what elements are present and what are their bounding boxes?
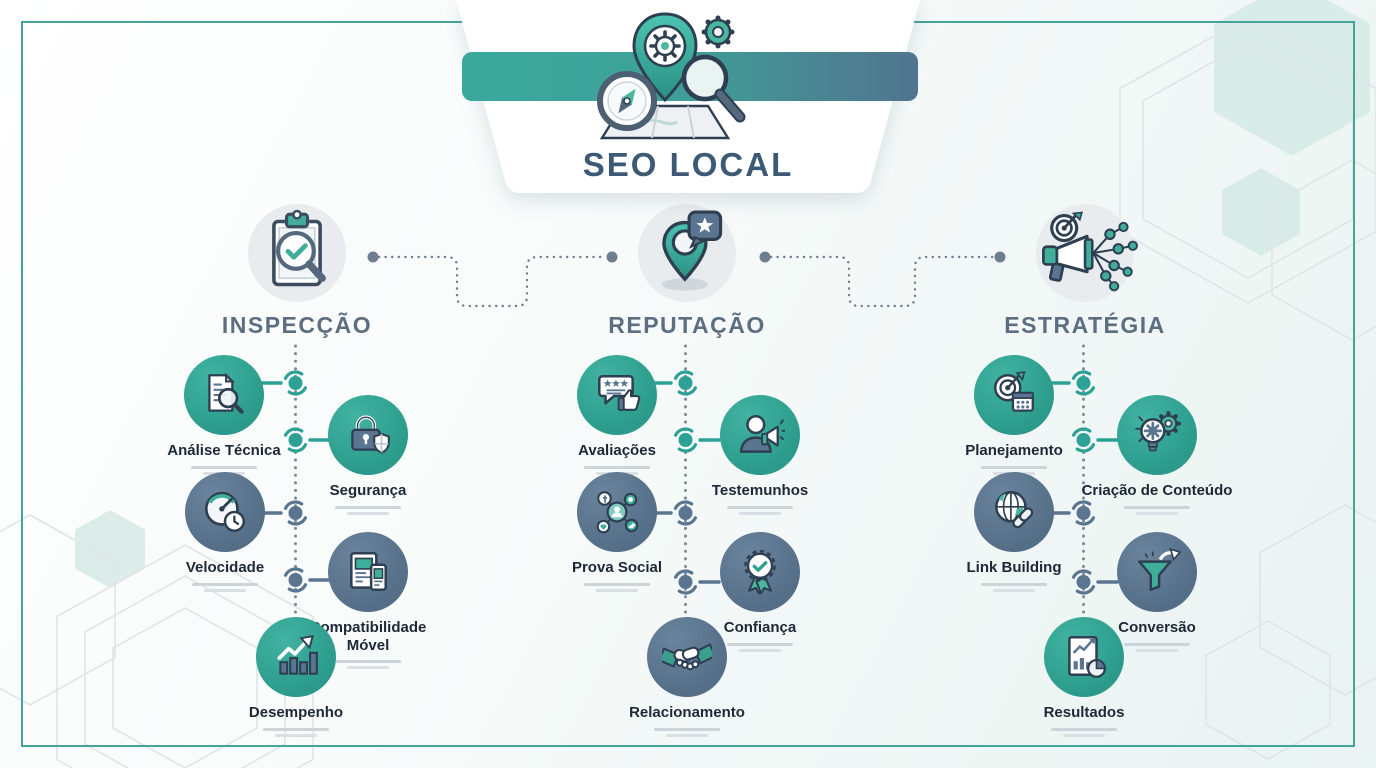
globe-chain-icon [974, 472, 1054, 552]
header-banner: SEO LOCAL [450, 0, 926, 200]
item-link-building: Link Building [934, 472, 1094, 592]
handshake-icon [647, 617, 727, 697]
target-dart [1050, 211, 1084, 243]
item-confianca: Confiança [680, 532, 840, 652]
label-underline-dashes [145, 582, 305, 592]
item-planejamento: Planejamento [934, 355, 1094, 475]
label-underline-dashes [1004, 727, 1164, 737]
item-prova-social: Prova Social [537, 472, 697, 592]
label-underline-dashes [680, 505, 840, 515]
badge-check-ribbon-icon [720, 532, 800, 612]
item-label: Relacionamento [629, 704, 745, 721]
item-label: Avaliações [578, 442, 656, 459]
speedometer-clock-icon [185, 472, 265, 552]
item-analise-tecnica: Análise Técnica [144, 355, 304, 475]
timeline-nodes [260, 370, 1119, 595]
growth-bars-arrow-icon [256, 617, 336, 697]
infographic-title: SEO LOCAL [582, 146, 794, 183]
label-underline-dashes [288, 505, 448, 515]
funnel-arrow-icon [1117, 532, 1197, 612]
label-underline-dashes [288, 660, 448, 670]
item-label: Criação de Conteúdo [1081, 482, 1233, 499]
hexagon-shapes [75, 0, 1370, 588]
label-underline-dashes [1077, 642, 1237, 652]
header-connectors [377, 255, 996, 308]
map-pin-icon [632, 12, 698, 103]
megaphone [1042, 234, 1094, 282]
document-magnifier-icon [184, 355, 264, 435]
item-label: Planejamento [965, 442, 1063, 459]
item-label: Resultados [1043, 704, 1125, 721]
label-underline-dashes [1077, 505, 1237, 515]
item-label: Compatibilidade Móvel [309, 619, 427, 654]
tablet-phone-icon [328, 532, 408, 612]
item-desempenho: Desempenho [216, 617, 376, 737]
item-testemunhos: Testemunhos [680, 395, 840, 515]
item-label: Análise Técnica [167, 442, 281, 459]
item-label: Testemunhos [711, 482, 809, 499]
social-network-icon [577, 472, 657, 552]
label-underline-dashes [607, 727, 767, 737]
lightbulb-gear-icon [1117, 395, 1197, 475]
target-dart-calendar-icon [974, 355, 1054, 435]
column-title: REPUTAÇÃO [608, 312, 766, 338]
item-label: Confiança [723, 619, 797, 636]
magnifier-icon [681, 54, 746, 123]
network-nodes [1092, 221, 1138, 292]
timeline-dotted-lines [294, 344, 1085, 624]
report-chart-pie-icon [1044, 617, 1124, 697]
item-label: Prova Social [571, 559, 663, 576]
item-seguranca: Segurança [288, 395, 448, 515]
connector-end-dots [367, 251, 1006, 263]
item-relacionamento: Relacionamento [607, 617, 767, 737]
column-header-estrategia: ESTRATÉGIA [955, 204, 1215, 339]
compass-icon [597, 71, 657, 131]
item-label: Conversão [1118, 619, 1196, 636]
column-title: INSPECÇÃO [221, 312, 373, 338]
clipboard-check-magnifier-icon [248, 204, 346, 302]
item-label: Desempenho [248, 704, 344, 721]
item-velocidade: Velocidade [145, 472, 305, 592]
item-conversao: Conversão [1077, 532, 1237, 652]
gear-icon [701, 15, 735, 49]
item-label: Segurança [329, 482, 407, 499]
pin-gears-magnifier-compass-map-cluster-icon [597, 12, 746, 140]
map-pin-star-bubble-icon [638, 204, 736, 302]
item-avaliacoes: Avaliações [537, 355, 697, 475]
megaphone-target-network-icon [1036, 204, 1138, 302]
person-megaphone-icon [720, 395, 800, 475]
item-compatibilidade-movel: Compatibilidade Móvel [288, 532, 448, 670]
label-underline-dashes [934, 582, 1094, 592]
label-underline-dashes [680, 642, 840, 652]
lock-shield-icon [328, 395, 408, 475]
column-title: ESTRATÉGIA [1004, 312, 1166, 338]
column-header-reputacao: REPUTAÇÃO [557, 204, 817, 339]
label-underline-dashes [216, 727, 376, 737]
item-criacao-de-conteudo: Criação de Conteúdo [1077, 395, 1237, 515]
column-header-inspeccao: INSPECÇÃO [167, 204, 427, 339]
review-stars-thumbs-up-icon [577, 355, 657, 435]
item-resultados: Resultados [1004, 617, 1164, 737]
item-label: Velocidade [185, 559, 265, 576]
item-label: Link Building [966, 559, 1062, 576]
label-underline-dashes [537, 582, 697, 592]
